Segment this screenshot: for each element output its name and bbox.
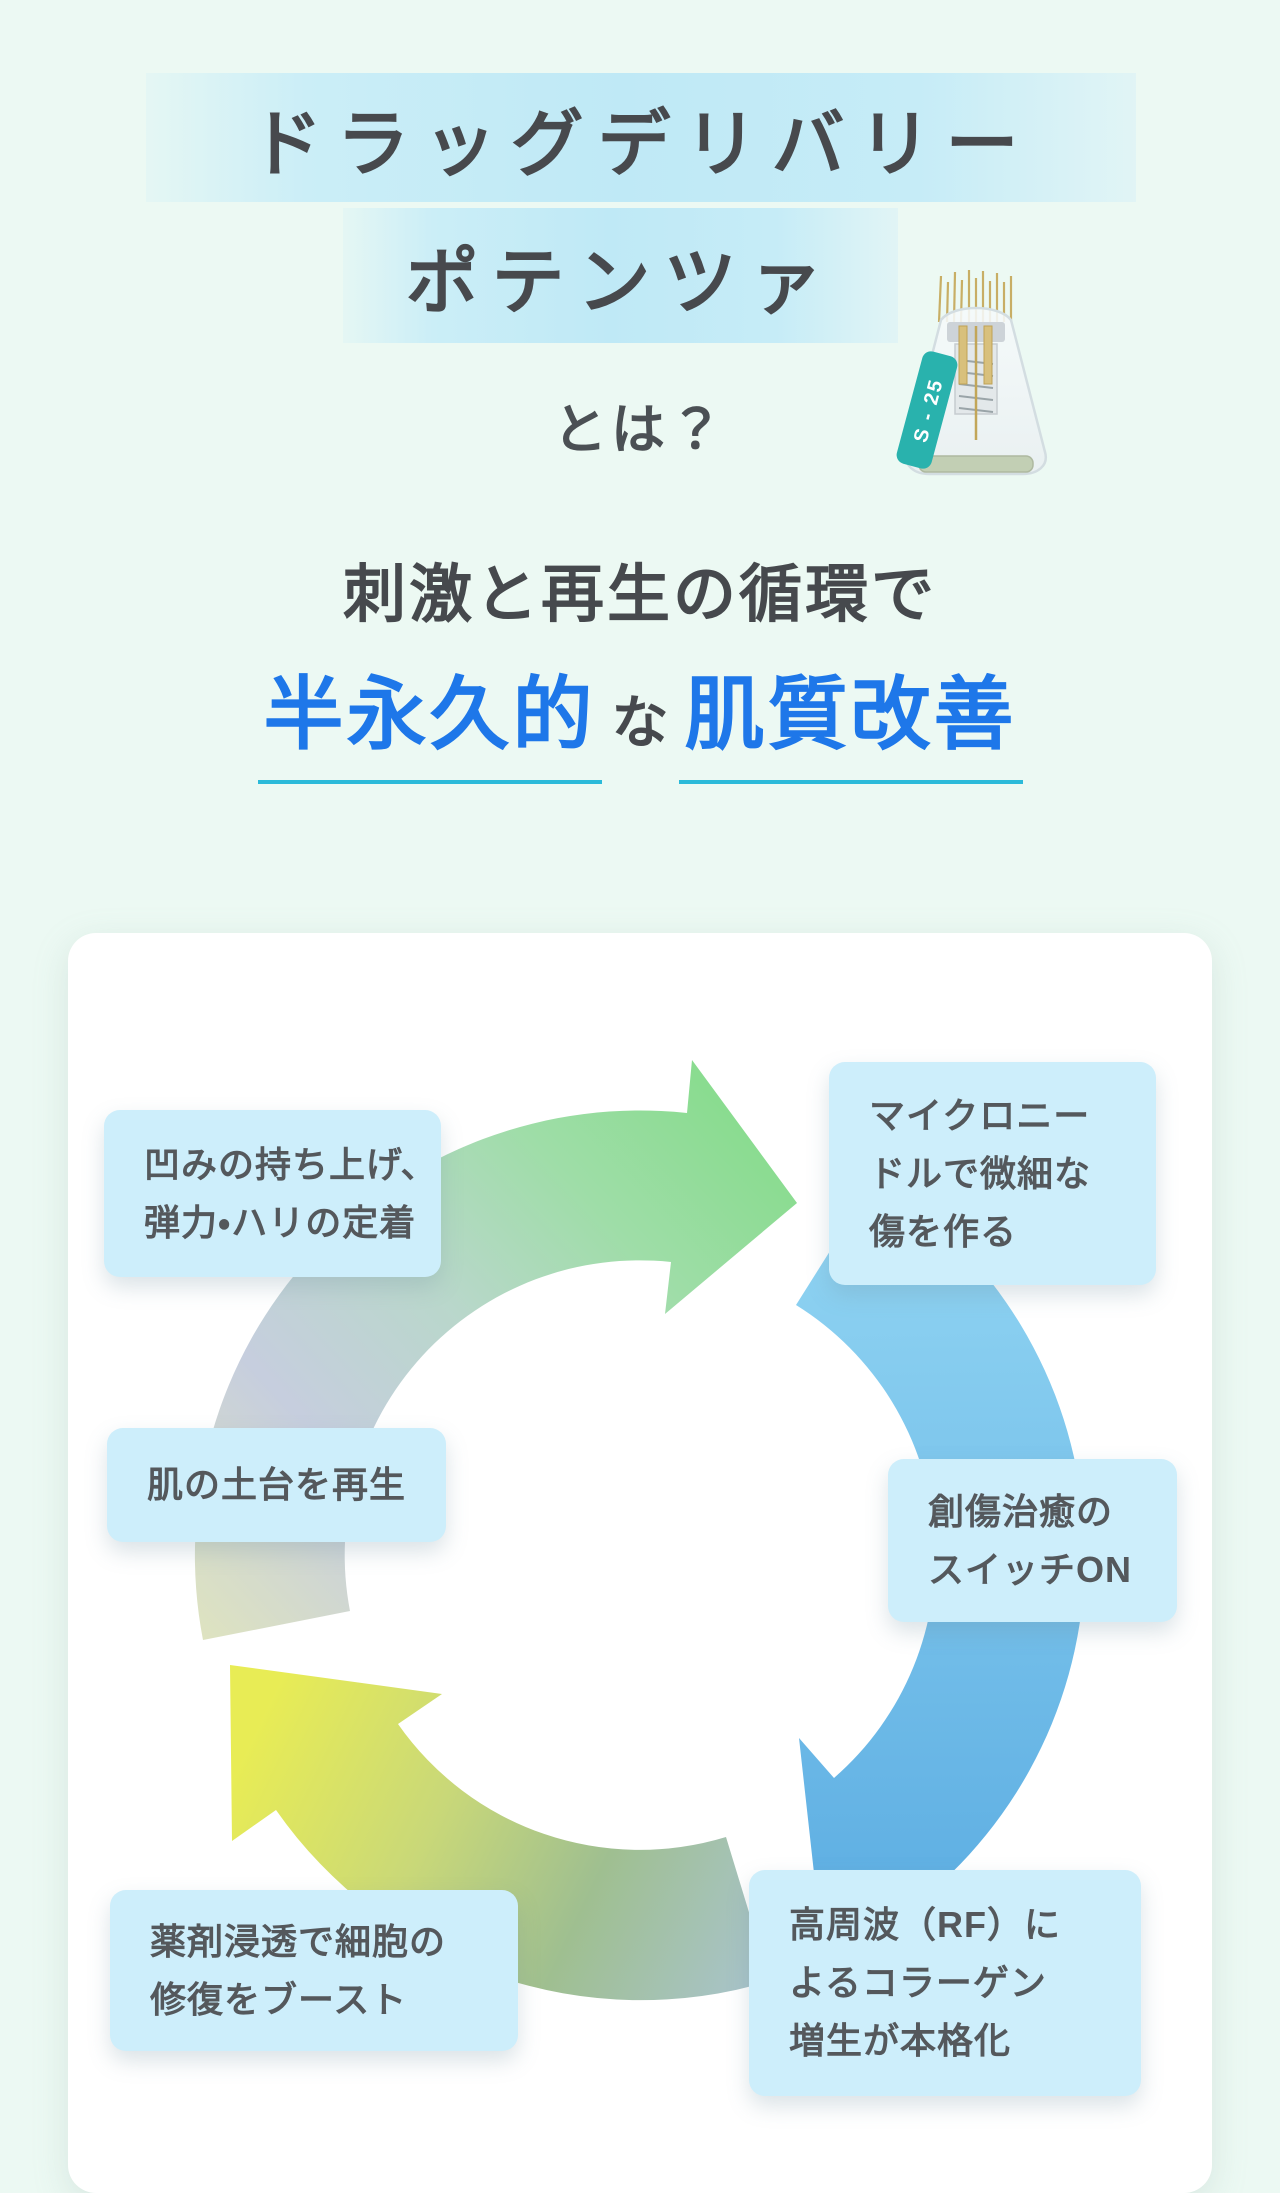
step-line: 修復をブースト: [150, 1978, 408, 2020]
step-line: 高周波（RF）に: [789, 1904, 1061, 1945]
emphasis-particle: な: [611, 692, 669, 755]
microneedle-tip-icon: S - 25: [896, 270, 1048, 476]
cycle-step-drug-penetration: 薬剤浸透で細胞の 修復をブースト: [110, 1890, 518, 2051]
step-line: ドルで微細な: [869, 1152, 1092, 1194]
subtitle: 刺激と再生の循環で: [343, 560, 937, 630]
title-highlight-band-2: ポテンツァ: [343, 208, 898, 343]
cycle-step-rf-collagen: 高周波（RF）に よるコラーゲン 増生が本格化: [749, 1870, 1141, 2096]
step-line: よるコラーゲン: [789, 1962, 1047, 2003]
cycle-step-wound-healing: 創傷治癒の スイッチON: [888, 1459, 1177, 1622]
emphasis-semi-permanent: 半永久的: [257, 650, 602, 784]
page-title-line1: ドラッグデリバリー: [249, 103, 1033, 185]
emphasis-skin-improvement: 肌質改善: [678, 650, 1023, 784]
cycle-step-skin-foundation: 肌の土台を再生: [107, 1428, 446, 1542]
step-line: マイクロニー: [869, 1094, 1091, 1136]
cycle-diagram-card: マイクロニー ドルで微細な 傷を作る 創傷治癒の スイッチON 高周波（RF）に…: [68, 933, 1212, 2193]
step-line: 弾力・ハリの定着: [144, 1201, 417, 1243]
cycle-step-microneedle: マイクロニー ドルで微細な 傷を作る: [829, 1062, 1156, 1285]
step-line: 薬剤浸透で細胞の: [150, 1920, 447, 1962]
cycle-arrow-yellow: [230, 1665, 770, 2001]
step-line: 凹みの持ち上げ、: [144, 1143, 438, 1185]
step-line: 増生が本格化: [789, 2020, 1012, 2061]
step-line: 創傷治癒の: [928, 1490, 1114, 1532]
cycle-step-lifting-firmness: 凹みの持ち上げ、 弾力・ハリの定着: [104, 1110, 441, 1277]
title-highlight-band-1: ドラッグデリバリー: [146, 73, 1136, 202]
step-line: スイッチON: [928, 1548, 1133, 1590]
product-badge: S - 25: [896, 351, 958, 469]
title-question-suffix: とは？: [553, 399, 727, 460]
page-title-line2: ポテンツァ: [405, 241, 836, 323]
microneedle-tip-illustration: S - 25: [883, 260, 1063, 482]
step-line: 肌の土台を再生: [147, 1464, 407, 1505]
step-line: 傷を作る: [869, 1210, 1018, 1252]
emphasis-line: 半永久的な肌質改善: [0, 650, 1280, 784]
